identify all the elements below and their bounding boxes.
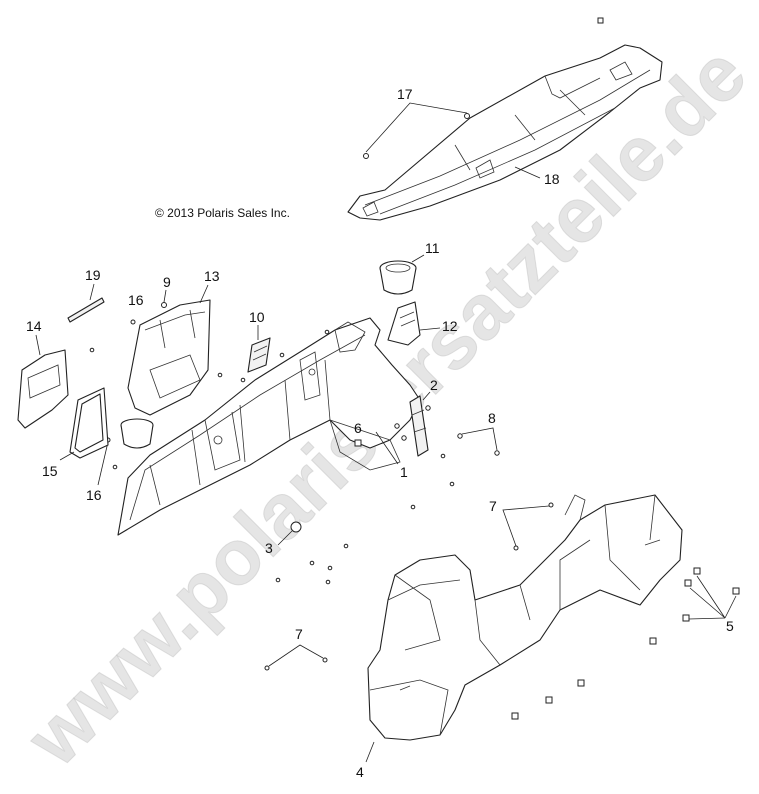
leader-12 [419,327,441,331]
loose-fasteners [89,329,455,585]
callout-11: 11 [425,240,440,256]
leader-7b [268,644,324,667]
leader-7a [502,505,550,547]
part-3-nut [290,521,302,533]
callout-7-lower: 7 [295,626,303,642]
callout-15: 15 [42,463,58,479]
callout-3: 3 [265,540,273,556]
part-2-screw-a [425,405,431,411]
leader-1 [375,431,399,465]
part-4-lower-console [367,494,683,741]
callout-4: 4 [356,764,364,780]
callout-2: 2 [430,377,438,393]
callout-12: 12 [442,318,458,334]
part-7-screw-a [548,502,554,508]
part-18-clip-top [597,17,604,24]
leader-14 [35,334,41,356]
copyright-notice: © 2013 Polaris Sales Inc. [155,206,290,220]
callout-18: 18 [544,171,560,187]
part-12-panel [387,301,421,346]
leader-19 [89,283,95,301]
leader-13 [199,284,209,304]
part-9-clip [161,302,167,308]
part-6-fastener [354,439,362,447]
leader-4 [365,741,375,763]
callout-1: 1 [400,464,408,480]
leader-8 [461,427,498,451]
part-8-screw-a [457,433,463,439]
leader-9 [163,289,167,303]
part-16-screw-a [130,319,136,325]
callout-13: 13 [204,268,220,284]
part-7-screw-b [513,545,519,551]
callout-7-console: 7 [489,498,497,514]
leader-18 [514,166,541,179]
part-15-gasket [69,387,109,459]
leader-5 [689,575,726,619]
callout-17: 17 [397,86,413,102]
callout-5: 5 [726,618,734,634]
part-10-vent [247,337,271,373]
part-17-screw-a [363,153,369,159]
cup-holder-left [120,418,154,449]
part-2-screw-b [394,423,400,429]
part-7-screw-d [322,657,328,663]
callout-16-bottom: 16 [86,487,102,503]
part-19-strip [67,297,105,323]
callout-6: 6 [354,420,362,436]
part-13-glove-box [127,299,211,416]
part-17-screw-b [464,113,470,119]
part-5-clips [511,567,740,720]
part-14-left-panel [17,349,69,429]
leader-15 [59,451,75,461]
callout-14: 14 [26,318,42,334]
callout-16-top: 16 [128,292,144,308]
part-18-upper-dash-cover [347,44,663,221]
part-11-cup-holder [379,260,417,295]
part-2-bracket [409,395,429,457]
callout-9: 9 [163,274,171,290]
part-7-screw-c [264,665,270,671]
leader-17 [365,102,468,153]
part-2-screw-c [401,435,407,441]
leader-5c [688,617,726,620]
callout-8: 8 [488,410,496,426]
part-8-screw-b [494,450,500,456]
callout-19: 19 [85,267,101,283]
callout-10: 10 [249,309,265,325]
leader-3 [277,530,293,546]
leader-2 [422,391,431,401]
leader-11 [411,254,425,263]
leader-16a [97,441,109,486]
part-1-dash-panel [117,317,421,536]
leader-5b [724,595,737,619]
